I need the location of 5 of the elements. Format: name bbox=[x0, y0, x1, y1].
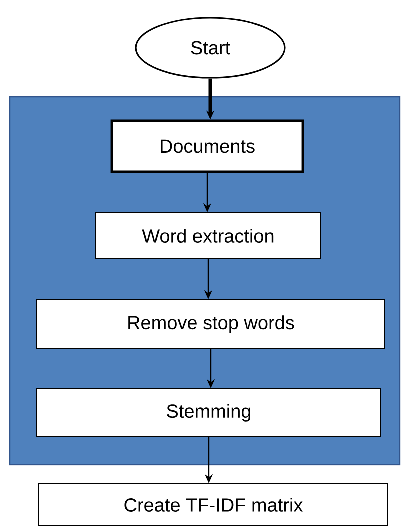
process-box: Documents bbox=[110, 120, 304, 174]
process-box: Remove stop words bbox=[36, 300, 386, 350]
process-box: Stemming bbox=[36, 388, 382, 438]
process-box: Create TF-IDF matrix bbox=[38, 484, 388, 526]
process-box: Word extraction bbox=[96, 212, 322, 260]
